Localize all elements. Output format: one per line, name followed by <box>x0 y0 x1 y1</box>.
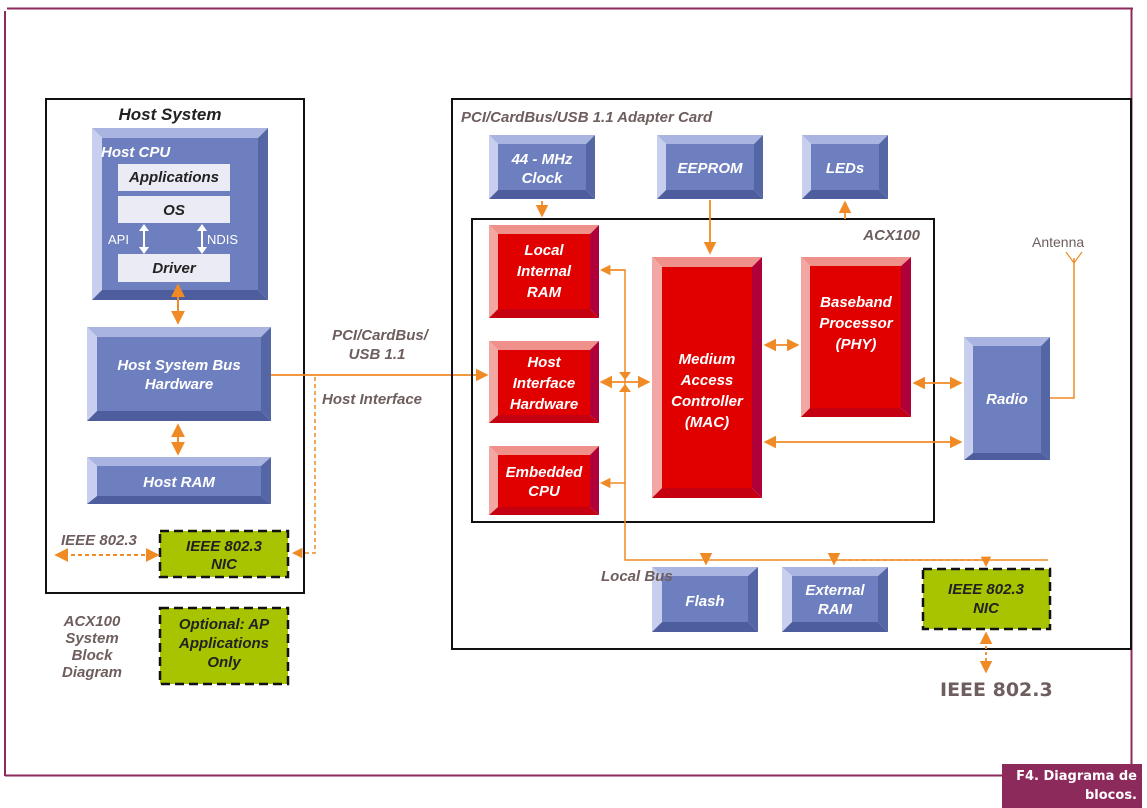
external-ram-label-2: RAM <box>818 601 853 618</box>
host-interface-dashed-link <box>291 377 316 559</box>
mac-label-4: (MAC) <box>685 414 729 431</box>
baseband-block <box>801 257 911 417</box>
host-ieee-label: IEEE 802.3 <box>61 532 138 549</box>
baseband-label-3: (PHY) <box>836 336 877 353</box>
baseband-label-2: Processor <box>819 315 894 332</box>
local-ram-block <box>489 225 599 318</box>
mac-block <box>652 257 762 498</box>
mac-label-3: Controller <box>671 393 744 410</box>
external-ram-label-1: External <box>805 582 865 599</box>
leds-block <box>802 135 888 199</box>
embedded-cpu-label-2: CPU <box>528 483 561 500</box>
external-ram-block <box>782 567 888 632</box>
clock-label-2: Clock <box>522 170 564 187</box>
host-system-container <box>45 98 305 594</box>
svg-text:System: System <box>65 630 118 647</box>
bus-type-label-2: USB 1.1 <box>349 346 406 363</box>
host-interface-label: Host Interface <box>322 391 422 408</box>
adapter-ieee-label: IEEE 802.3 <box>940 679 1053 701</box>
host-iface-label-2: Interface <box>513 375 576 392</box>
bus-nic-dashed-arrow <box>834 556 992 568</box>
legend-optional-label-1: Optional: AP <box>179 616 270 633</box>
host-cpu-title: Host CPU <box>101 144 171 161</box>
flash-label: Flash <box>685 593 724 610</box>
api-arrow-icon <box>139 224 149 254</box>
bus-type-label-1: PCI/CardBus/ <box>332 327 430 344</box>
svg-text:Block: Block <box>72 647 114 664</box>
host-ram-block <box>87 457 271 504</box>
diagram-legend-title: ACX100 System Block Diagram <box>62 613 122 681</box>
clock-label-1: 44 - MHz <box>511 151 573 168</box>
host-interface-hw-block <box>489 341 599 423</box>
acx100-title: ACX100 <box>862 227 920 244</box>
mac-label-1: Medium <box>679 351 736 368</box>
svg-text:Diagram: Diagram <box>62 664 122 681</box>
legend-optional-label-2: Applications <box>178 635 269 652</box>
clock-block <box>489 135 595 199</box>
driver-label: Driver <box>152 260 197 277</box>
radio-block <box>964 337 1050 460</box>
host-system-title: Host System <box>119 105 222 124</box>
leds-label: LEDs <box>826 160 864 177</box>
legend-optional-swatch <box>158 606 290 686</box>
svg-text:ACX100: ACX100 <box>63 613 121 630</box>
os-label: OS <box>163 202 185 219</box>
applications-layer <box>118 164 230 191</box>
baseband-label-1: Baseband <box>820 294 893 311</box>
host-iface-label-3: Hardware <box>510 396 578 413</box>
local-ram-label-3: RAM <box>527 284 562 301</box>
radio-label: Radio <box>986 391 1028 408</box>
adapter-nic-label-2: NIC <box>973 600 1000 617</box>
eeprom-label: EEPROM <box>677 160 743 177</box>
applications-label: Applications <box>128 169 219 186</box>
local-ram-label-2: Internal <box>517 263 572 280</box>
host-nic-block <box>158 529 290 579</box>
adapter-nic-block <box>921 567 1052 631</box>
host-nic-label-1: IEEE 802.3 <box>186 538 263 555</box>
host-bus-hardware-block <box>87 327 271 421</box>
os-layer <box>118 196 230 223</box>
mac-label-2: Access <box>680 372 734 389</box>
embedded-cpu-label-1: Embedded <box>506 464 584 481</box>
host-ram-label: Host RAM <box>143 474 215 491</box>
eeprom-block <box>657 135 763 199</box>
driver-layer <box>118 254 230 282</box>
embedded-cpu-block <box>489 446 599 515</box>
ndis-label: NDIS <box>207 232 238 247</box>
caption-line-2: blocos. <box>1084 788 1137 803</box>
host-bus-hardware-label-2: Hardware <box>145 376 213 393</box>
antenna-icon <box>1050 251 1083 399</box>
legend-optional-label-3: Only <box>207 654 241 671</box>
host-bus-hardware-label-1: Host System Bus <box>117 357 240 374</box>
api-label: API <box>108 232 129 247</box>
figure-caption: F4. Diagrama de blocos. <box>1002 764 1142 808</box>
flash-block <box>652 567 758 632</box>
adapter-nic-label-1: IEEE 802.3 <box>948 581 1025 598</box>
host-nic-label-2: NIC <box>211 556 238 573</box>
host-iface-label-1: Host <box>527 354 561 371</box>
adapter-card-container <box>451 98 1132 650</box>
local-bus-label: Local Bus <box>601 568 673 585</box>
acx100-container <box>471 218 935 523</box>
caption-line-1: F4. Diagrama de <box>1016 769 1137 784</box>
adapter-card-title: PCI/CardBus/USB 1.1 Adapter Card <box>461 109 713 126</box>
antenna-label: Antenna <box>1032 234 1084 250</box>
local-ram-label-1: Local <box>524 242 564 259</box>
ndis-arrow-icon <box>197 224 207 254</box>
